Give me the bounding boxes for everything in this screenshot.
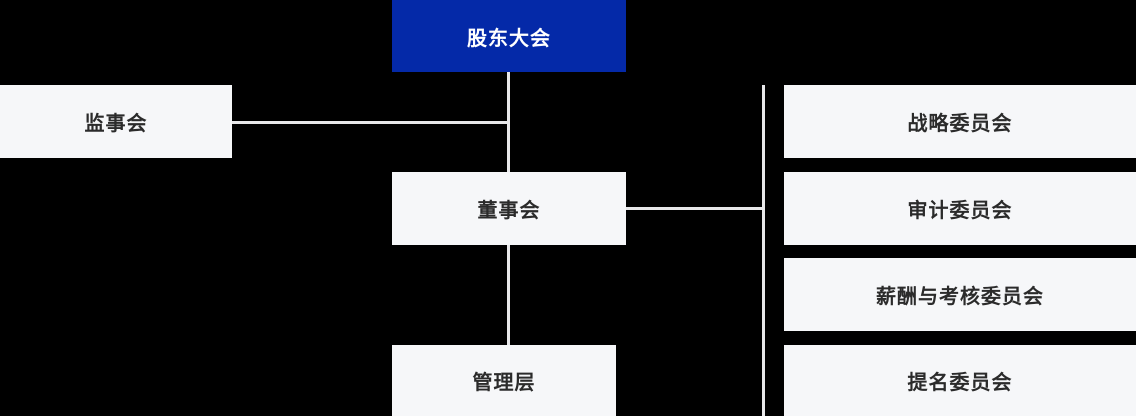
node-board-of-directors[interactable]: 董事会 — [392, 172, 626, 245]
node-board-of-directors-label: 董事会 — [477, 200, 541, 222]
node-management-label: 管理层 — [472, 372, 536, 394]
node-audit-committee-label: 审计委员会 — [907, 200, 1013, 222]
node-audit-committee[interactable]: 审计委员会 — [784, 172, 1136, 245]
node-board-of-supervisors[interactable]: 监事会 — [0, 85, 232, 158]
connector-directors-to-committee-spine — [626, 207, 765, 210]
node-remuneration-and-appraisal-committee-label: 薪酬与考核委员会 — [876, 286, 1044, 308]
node-remuneration-and-appraisal-committee[interactable]: 薪酬与考核委员会 — [784, 258, 1136, 331]
node-shareholders-meeting-label: 股东大会 — [467, 27, 551, 50]
node-nomination-committee[interactable]: 提名委员会 — [784, 345, 1136, 416]
node-strategy-committee[interactable]: 战略委员会 — [784, 85, 1136, 158]
connector-trunk-to-supervisors — [232, 121, 509, 124]
node-strategy-committee-label: 战略委员会 — [907, 113, 1013, 135]
connector-committee-spine — [762, 85, 765, 416]
node-management[interactable]: 管理层 — [392, 345, 616, 416]
node-nomination-committee-label: 提名委员会 — [907, 372, 1013, 394]
connector-directors-to-management — [507, 245, 510, 345]
node-shareholders-meeting[interactable]: 股东大会 — [392, 0, 626, 72]
node-board-of-supervisors-label: 监事会 — [84, 113, 148, 135]
